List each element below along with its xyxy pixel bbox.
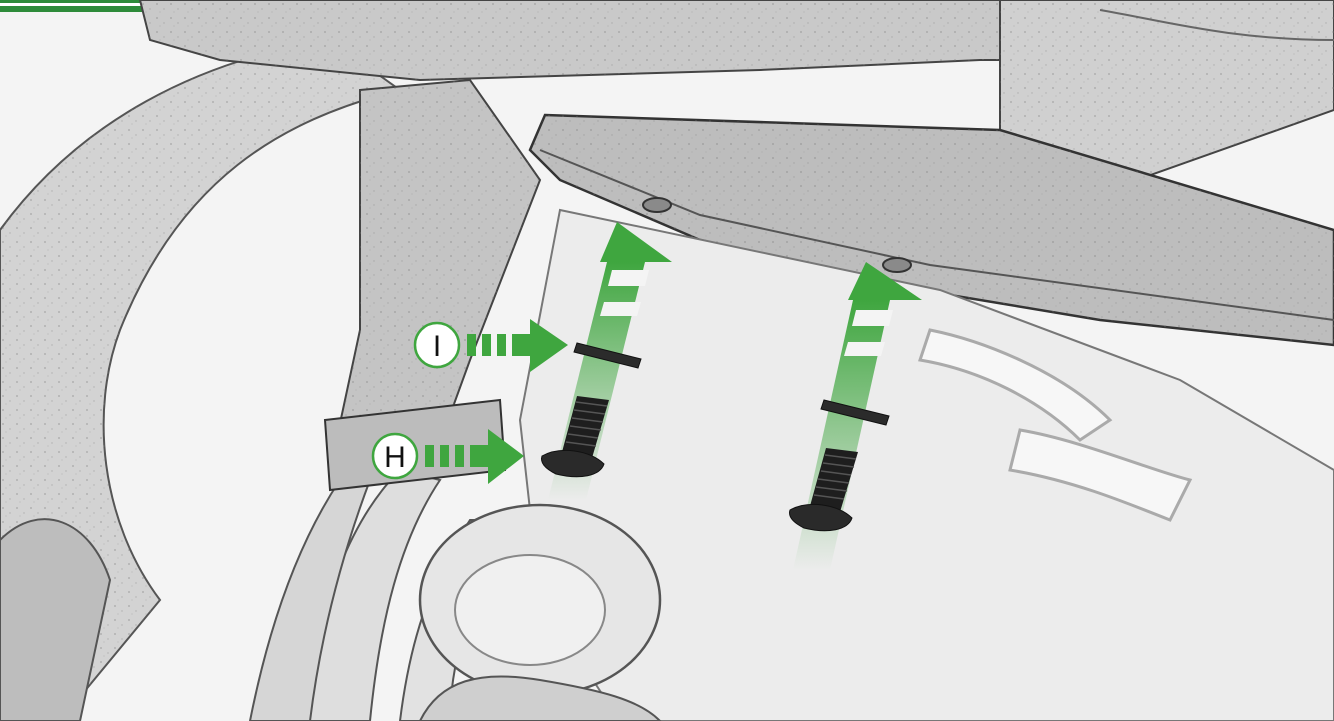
callout-label-i: I bbox=[433, 330, 441, 363]
callout-label-h: H bbox=[384, 441, 406, 474]
